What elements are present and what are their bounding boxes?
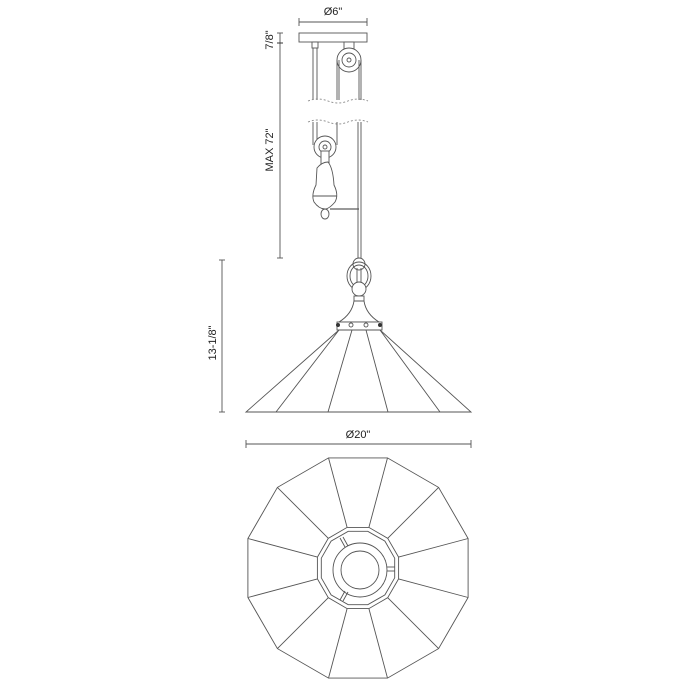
shade-height-label: 13-1/8" [207,325,219,360]
shade-height-dimension: 13-1/8" [207,259,225,413]
max-height-dimension: MAX 72" [264,128,283,259]
counterweight [312,122,359,220]
shade-plan-view [247,457,469,679]
canopy [298,32,368,100]
shade-loop-finial [336,257,383,331]
shade-elevation [244,329,473,413]
cord-break-lines [307,98,369,125]
canopy-diameter-label: Ø6" [324,6,343,18]
shade-diameter-dimension: Ø20" [245,429,472,448]
canopy-diameter-dimension: Ø6" [298,6,368,26]
canopy-height-dimension: 7/8" [264,30,283,258]
max-height-label: MAX 72" [264,128,276,171]
canopy-height-label: 7/8" [264,30,276,49]
shade-diameter-label: Ø20" [346,429,371,441]
suspension-cord [357,122,362,260]
